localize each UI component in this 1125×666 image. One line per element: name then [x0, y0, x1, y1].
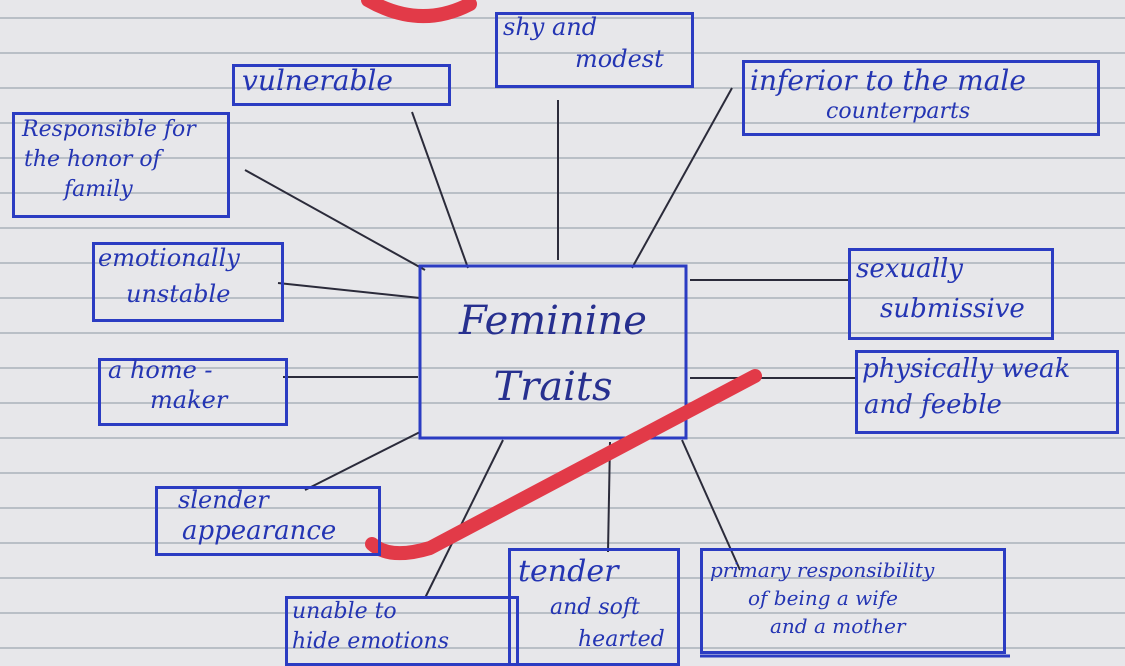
label-tender-2: and soft	[550, 595, 640, 620]
center-title-1: Feminine	[459, 298, 647, 344]
label-unable-1: unable to	[292, 599, 397, 624]
label-unable-2: hide emotions	[292, 629, 450, 654]
label-shy-1: shy and	[503, 13, 598, 41]
label-honor-2: the honor of	[24, 147, 161, 172]
label-emotional-1: emotionally	[98, 244, 240, 272]
label-honor-1: Responsible for	[22, 117, 196, 142]
label-sexually-1: sexually	[856, 254, 963, 284]
connector-lines	[244, 87, 855, 599]
label-home-2: maker	[150, 386, 228, 414]
box-shy	[495, 12, 694, 88]
label-primary-3: and a mother	[770, 614, 906, 638]
box-vulnerable	[232, 64, 451, 106]
label-inferior-2: counterparts	[826, 99, 971, 124]
center-title-2: Traits	[493, 364, 613, 410]
red-checkmark	[365, 369, 762, 561]
box-tender	[508, 548, 680, 666]
label-vulnerable: vulnerable	[242, 64, 393, 97]
label-inferior-1: inferior to the male	[750, 64, 1026, 97]
box-honor	[12, 112, 230, 218]
label-shy-2: modest	[575, 45, 664, 73]
label-slender-2: appearance	[182, 516, 337, 546]
label-tender-3: hearted	[578, 627, 665, 652]
label-primary-1: primary responsibility	[710, 558, 935, 582]
connector-unable	[424, 439, 504, 599]
connector-emotional	[277, 282, 421, 299]
box-unable	[285, 596, 519, 666]
box-home	[98, 358, 288, 426]
label-slender-1: slender	[178, 486, 269, 514]
box-sexually	[848, 248, 1054, 340]
box-slender	[155, 486, 381, 556]
box-primary	[700, 548, 1006, 654]
label-honor-3: family	[64, 177, 133, 202]
label-emotional-2: unstable	[126, 280, 231, 308]
red-marker-top	[361, 0, 477, 24]
label-primary-2: of being a wife	[748, 586, 898, 610]
box-inferior	[742, 60, 1100, 136]
label-sexually-2: submissive	[880, 294, 1025, 324]
label-home-1: a home -	[108, 356, 213, 384]
connector-inferior	[631, 87, 733, 269]
label-tender-1: tender	[518, 554, 619, 589]
connector-honor	[244, 169, 426, 271]
connector-vulnerable	[411, 111, 469, 269]
center-box	[418, 264, 688, 440]
label-physically-2: and feeble	[864, 390, 1002, 420]
label-physically-1: physically weak	[862, 354, 1071, 384]
connector-slender	[304, 431, 421, 491]
box-emotional	[92, 242, 284, 322]
box-physically	[855, 350, 1119, 434]
